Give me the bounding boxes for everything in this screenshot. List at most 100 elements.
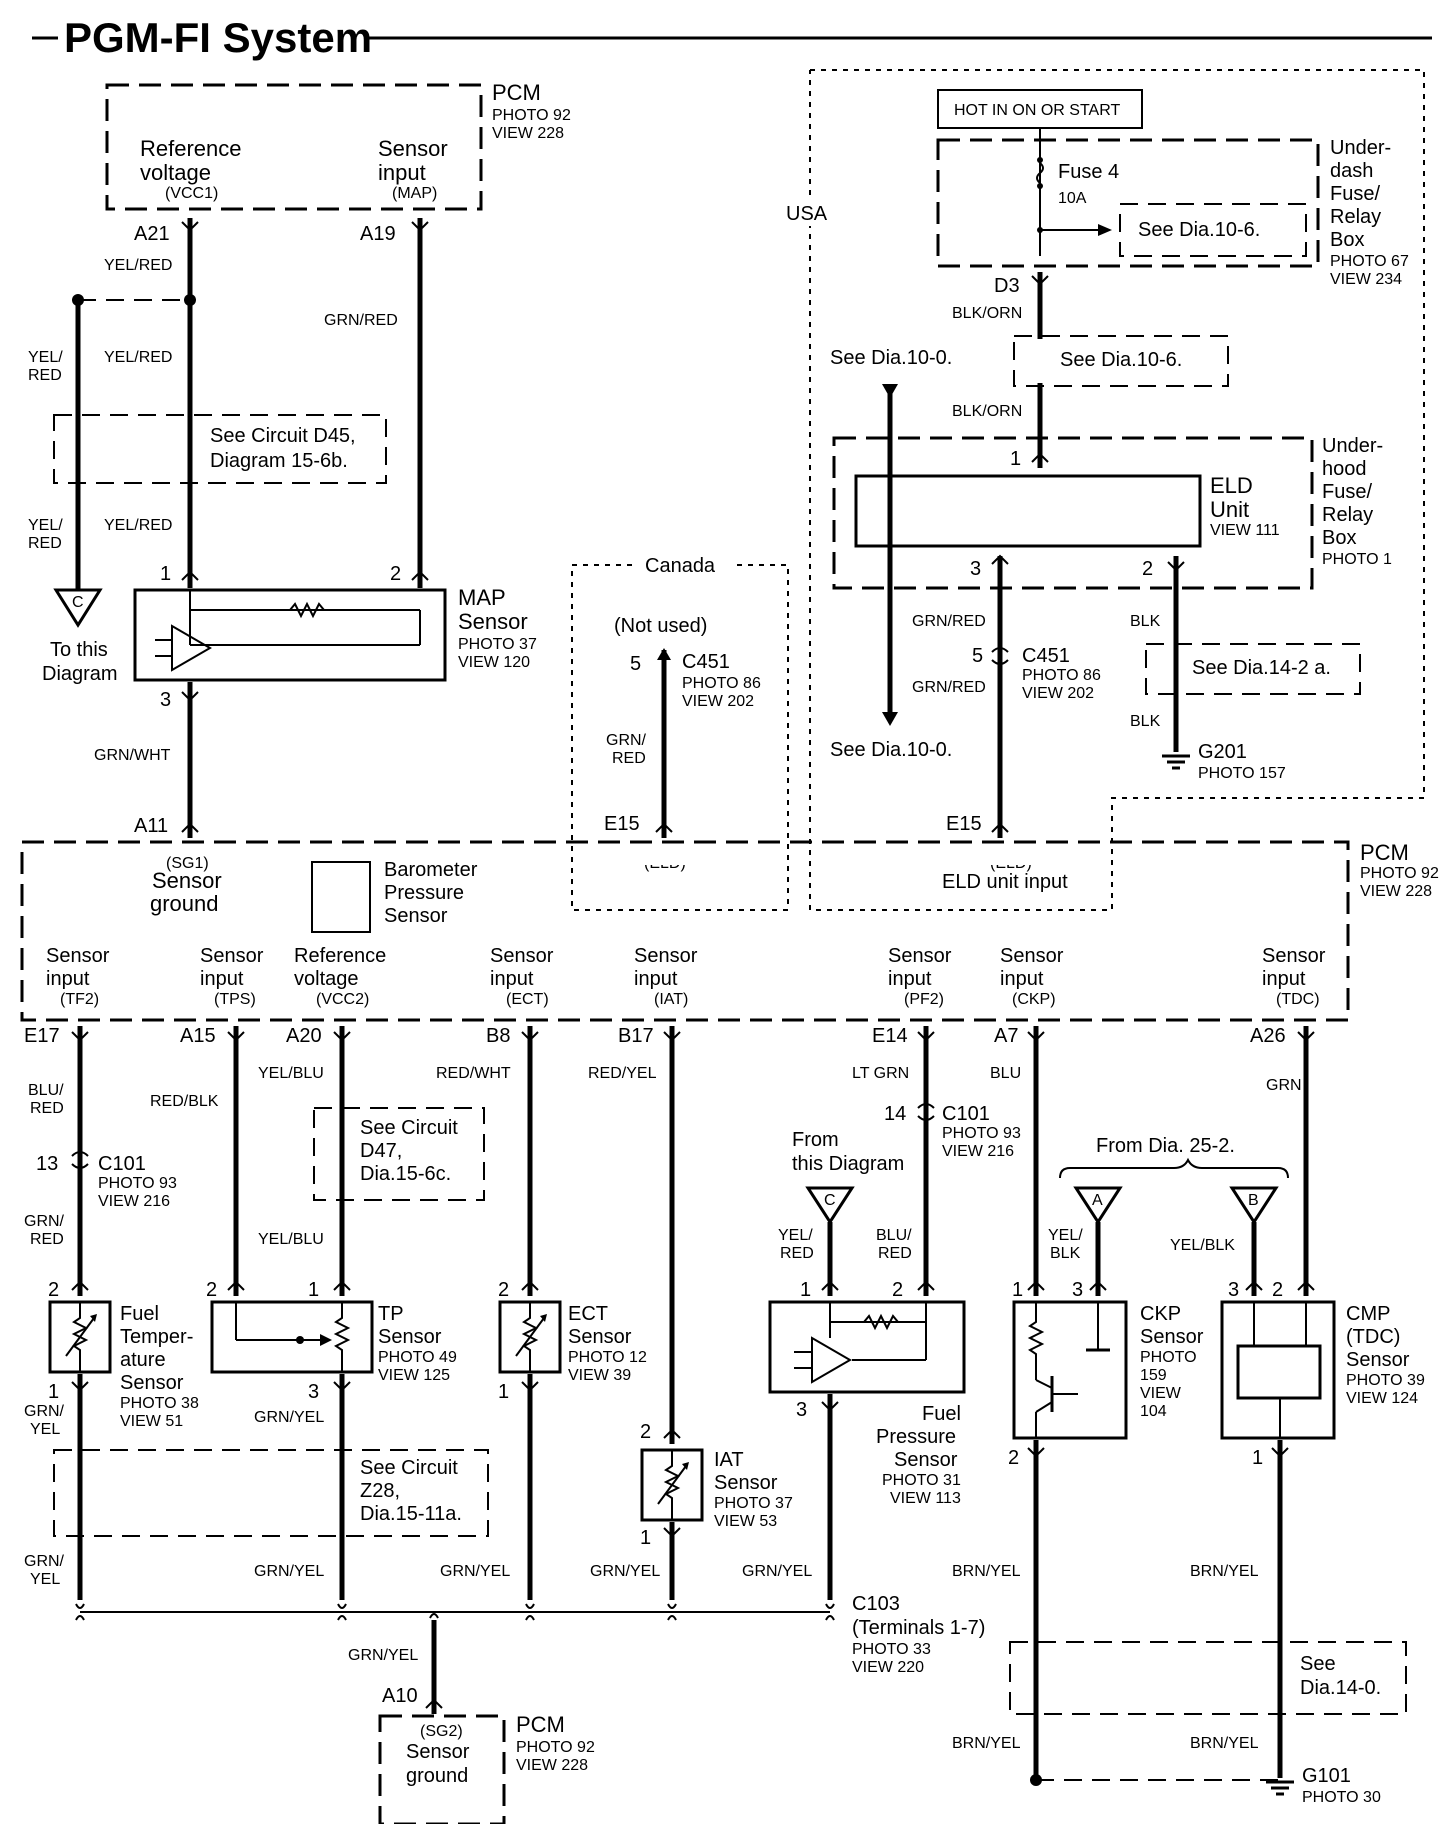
diagram-label: Sensor	[1000, 945, 1064, 967]
diagram-label: Sensor	[888, 945, 952, 967]
diagram-label: (VCC1)	[165, 185, 218, 202]
diagram-label: A15	[180, 1025, 216, 1047]
diagram-label: Sensor	[384, 905, 448, 927]
diagram-label: 13	[36, 1153, 58, 1175]
map-wires: YEL/RED GRN/RED YEL/RED YEL/ RED YEL/RED…	[28, 218, 429, 590]
diagram-label: PHOTO 92	[492, 107, 571, 124]
diagram-label: GRN/YEL	[590, 1563, 660, 1580]
diagram-label: See Circuit	[360, 1457, 458, 1479]
diagram-label: (TDC)	[1346, 1326, 1400, 1348]
pcm-bottom-box: A10 (SG2) Sensor ground PCM PHOTO 92 VIE…	[378, 1685, 595, 1824]
diagram-label: Sensor	[406, 1741, 470, 1763]
diagram-label: ELD unit input	[942, 871, 1068, 893]
diagram-label: 1	[1252, 1447, 1263, 1469]
diagram-label: RED	[28, 367, 62, 384]
pcm-input-pf2: Sensor input (PF2) E14	[872, 945, 952, 1047]
diagram-label: 10A	[1058, 190, 1087, 207]
diagram-label: Under-	[1330, 137, 1391, 159]
diagram-label: YEL/RED	[104, 517, 172, 534]
diagram-label: MAP	[458, 585, 506, 610]
diagram-label: Fuse/	[1322, 481, 1372, 503]
diagram-label: Relay	[1322, 504, 1373, 526]
diagram-label: 3	[160, 689, 171, 711]
pcm-top-box: PCM PHOTO 92 VIEW 228 Reference voltage …	[105, 80, 571, 245]
diagram-label: A20	[286, 1025, 322, 1047]
pcm-input-iat: Sensor input (IAT) B17	[618, 945, 698, 1047]
diagram-label: RED	[878, 1245, 912, 1262]
diagram-label: (Not used)	[614, 615, 707, 637]
diagram-label: voltage	[294, 968, 359, 990]
diagram-label: VIEW 234	[1330, 271, 1402, 288]
diagram-label: A26	[1250, 1025, 1286, 1047]
diagram-label: B17	[618, 1025, 654, 1047]
diagram-label: See Dia.14-2 a.	[1192, 657, 1331, 679]
diagram-label: (Terminals 1-7)	[852, 1617, 985, 1639]
diagram-label: 14	[884, 1103, 906, 1125]
diagram-label: RED	[30, 1231, 64, 1248]
diagram-label: 5	[630, 653, 641, 675]
diagram-label: From	[792, 1129, 839, 1151]
diagram-label: E15	[604, 813, 640, 835]
diagram-label: Sensor	[1262, 945, 1326, 967]
diagram-label: PHOTO 93	[942, 1125, 1021, 1142]
diagram-label: GRN/YEL	[440, 1563, 510, 1580]
diagram-label: GRN/YEL	[742, 1563, 812, 1580]
diagram-label: PHOTO 12	[568, 1349, 647, 1366]
diagram-label: BLK	[1130, 613, 1161, 630]
canada-box: Canada (Not used) 5 C451 PHOTO 86 VIEW 2…	[571, 552, 789, 911]
diagram-label: IAT	[714, 1449, 744, 1471]
diagram-label: YEL	[30, 1421, 60, 1438]
diagram-label: input	[490, 968, 534, 990]
diagram-label: 1	[498, 1381, 509, 1403]
diagram-label: CMP	[1346, 1303, 1390, 1325]
pcm-input-vcc2: Reference voltage (VCC2) A20	[286, 945, 386, 1047]
connector-c-right: From this Diagram C YEL/ RED BLU/ RED	[778, 1129, 912, 1296]
diagram-label: Relay	[1330, 206, 1381, 228]
pcm-input-ect: Sensor input (ECT) B8	[486, 945, 554, 1047]
diagram-label: (CKP)	[1012, 991, 1056, 1008]
diagram-label: C451	[1022, 645, 1070, 667]
diagram-label: RED/WHT	[436, 1065, 511, 1082]
diagram-label: PHOTO 33	[852, 1641, 931, 1658]
diagram-label: 2	[1142, 558, 1153, 580]
diagram-label: GRN	[1266, 1077, 1302, 1094]
diagram-label: YEL/	[28, 349, 63, 366]
diagram-label: (ECT)	[506, 991, 549, 1008]
diagram-label: GRN/YEL	[348, 1647, 418, 1664]
diagram-label: TP	[378, 1303, 404, 1325]
diagram-label: BRN/YEL	[952, 1563, 1021, 1580]
diagram-label: D47,	[360, 1140, 402, 1162]
diagram-label: VIEW 120	[458, 654, 530, 671]
diagram-label: Sensor	[714, 1472, 778, 1494]
diagram-label: dash	[1330, 160, 1373, 182]
diagram-label: G201	[1198, 741, 1247, 763]
diagram-label: 2	[390, 563, 401, 585]
diagram-label: VIEW 124	[1346, 1390, 1418, 1407]
diagram-label: Sensor	[1346, 1349, 1410, 1371]
diagram-label: Sensor	[46, 945, 110, 967]
diagram-label: PHOTO 92	[1360, 865, 1439, 882]
diagram-label: 1	[1010, 448, 1021, 470]
ground-wires: GRN/ YEL GRN/ YEL GRN/YEL GRN/YEL GRN/YE…	[24, 1374, 1259, 1752]
diagram-label: GRN/RED	[912, 613, 986, 630]
diagram-label: VIEW 202	[682, 693, 754, 710]
diagram-label: Reference	[294, 945, 386, 967]
diagram-label: YEL/RED	[104, 349, 172, 366]
diagram-label: VIEW 220	[852, 1659, 924, 1676]
diagram-label: PHOTO 92	[516, 1739, 595, 1756]
diagram-label: GRN/YEL	[254, 1563, 324, 1580]
diagram-label: USA	[786, 203, 828, 225]
diagram-label: CKP	[1140, 1303, 1181, 1325]
diagram-label: A21	[134, 223, 170, 245]
diagram-label: RED	[780, 1245, 814, 1262]
bottom-wires: BLU/ RED 13 C101 PHOTO 93 VIEW 216 GRN/ …	[24, 1026, 1315, 1444]
diagram-label: GRN/WHT	[94, 747, 171, 764]
diagram-label: C101	[98, 1153, 146, 1175]
diagram-label: Sensor	[378, 1326, 442, 1348]
diagram-label: Dia.14-0.	[1300, 1677, 1381, 1699]
diagram-label: ground	[406, 1765, 468, 1787]
diagram-label: PHOTO	[1140, 1349, 1197, 1366]
diagram-label: See Dia.10-0.	[830, 739, 952, 761]
diagram-label: Pressure	[876, 1426, 956, 1448]
diagram-label: YEL/RED	[104, 257, 172, 274]
